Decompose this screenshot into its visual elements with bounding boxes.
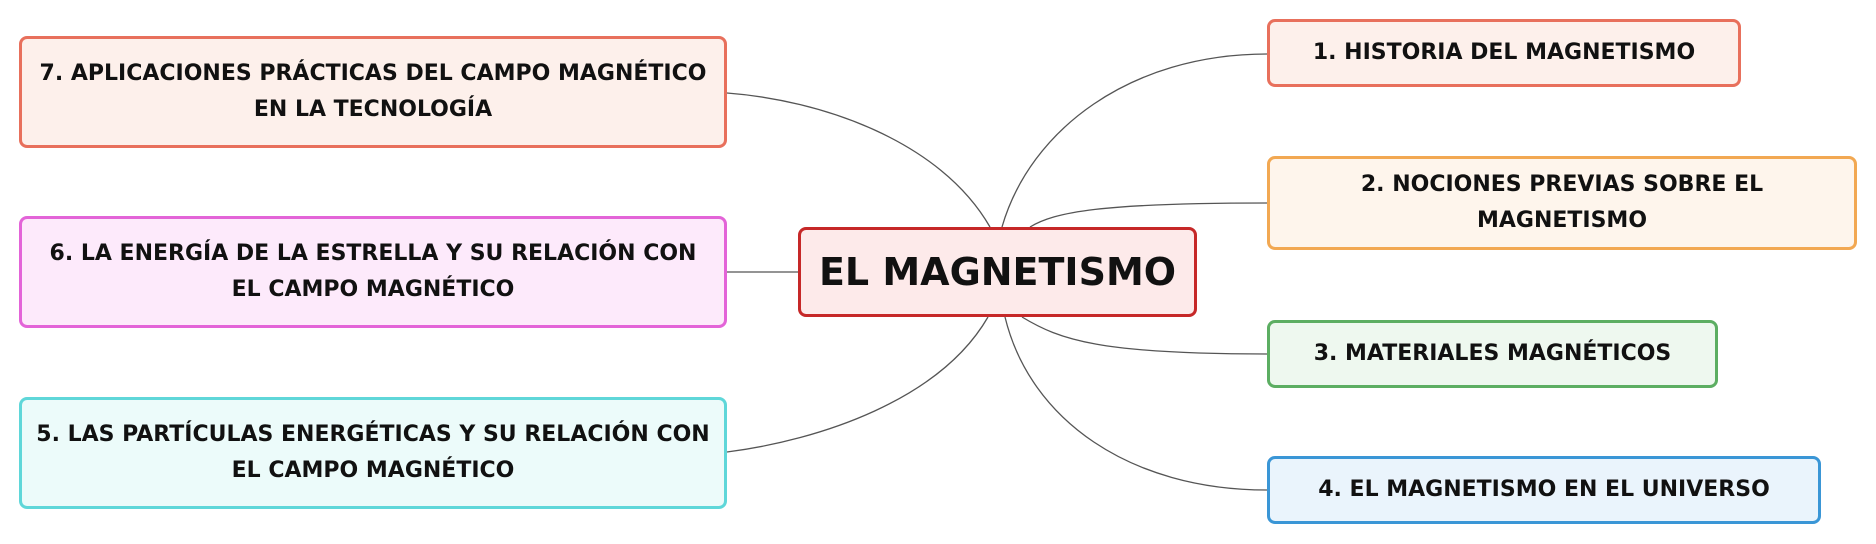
branch-topic-label: 1. HISTORIA DEL MAGNETISMO [1312,40,1696,65]
connector-n2 [1029,202,1268,228]
branch-topic-nociones-previas[interactable]: 2. NOCIONES PREVIAS SOBRE EL MAGNETISMO [1267,156,1857,250]
connector-n3 [1021,316,1268,355]
branch-topic-aplicaciones[interactable]: 7. APLICACIONES PRÁCTICAS DEL CAMPO MAGN… [19,36,727,148]
branch-topic-label: 4. EL MAGNETISMO EN EL UNIVERSO [1318,477,1770,502]
branch-topic-label: 5. LAS PARTÍCULAS ENERGÉTICAS Y SU RELAC… [36,422,710,483]
branch-topic-universo[interactable]: 4. EL MAGNETISMO EN EL UNIVERSO [1267,456,1821,524]
central-topic[interactable]: EL MAGNETISMO [798,227,1197,317]
connector-n1 [1001,53,1268,228]
connector-n4 [1004,316,1268,491]
connector-n5 [726,316,989,453]
branch-topic-label: 6. LA ENERGÍA DE LA ESTRELLA Y SU RELACI… [49,241,697,302]
branch-topic-label: 7. APLICACIONES PRÁCTICAS DEL CAMPO MAGN… [39,61,707,122]
branch-topic-particulas[interactable]: 5. LAS PARTÍCULAS ENERGÉTICAS Y SU RELAC… [19,397,727,509]
central-topic-label: EL MAGNETISMO [818,250,1177,294]
branch-topic-label: 3. MATERIALES MAGNÉTICOS [1313,341,1672,366]
branch-topic-label: 2. NOCIONES PREVIAS SOBRE EL MAGNETISMO [1360,172,1764,233]
branch-topic-energia-estrella[interactable]: 6. LA ENERGÍA DE LA ESTRELLA Y SU RELACI… [19,216,727,328]
branch-topic-materiales[interactable]: 3. MATERIALES MAGNÉTICOS [1267,320,1718,388]
connector-n7 [726,92,991,228]
branch-topic-historia[interactable]: 1. HISTORIA DEL MAGNETISMO [1267,19,1741,87]
